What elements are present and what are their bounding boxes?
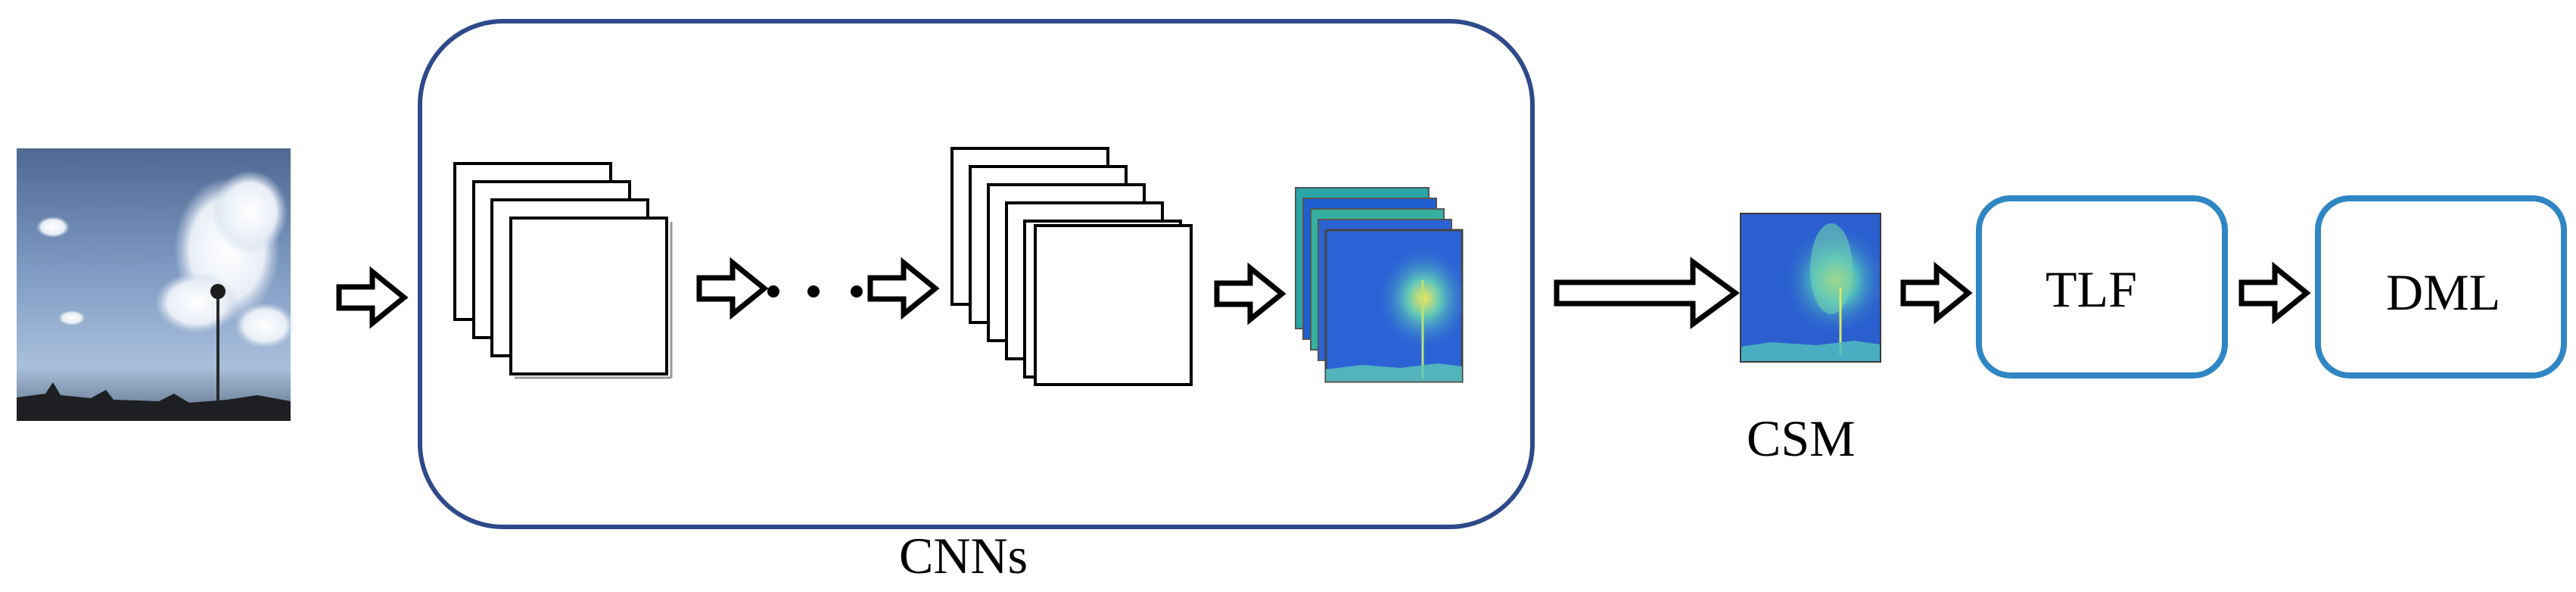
dml-box: [2315, 195, 2567, 379]
long-arrow-icon: [1554, 257, 1740, 329]
ellipsis-dots-icon: [767, 285, 863, 298]
tlf-box: [1976, 195, 2228, 379]
feature-map-stack-1: [453, 162, 668, 375]
dml-label: DML: [2386, 263, 2501, 321]
arrow-icon: [1217, 268, 1282, 319]
arrow-icon: [2242, 267, 2307, 319]
feature-map-stack-2-main: [1034, 224, 1193, 386]
cnns-label: CNNs: [899, 527, 1028, 584]
arrow-icon: [870, 263, 935, 314]
csm-heatmap-icon: [1740, 213, 1881, 363]
input-sky-image: [17, 148, 295, 421]
cnn-container: [418, 19, 1535, 529]
arrow-icon: [1903, 267, 1968, 319]
feature-map-stack-1-shadow: [515, 222, 673, 379]
tlf-label: TLF: [2046, 260, 2137, 318]
csm-label: CSM: [1747, 410, 1856, 467]
heatmap-stack-icon: [1295, 187, 1464, 383]
arrow-icon: [339, 272, 404, 323]
arrow-icon: [699, 263, 764, 314]
